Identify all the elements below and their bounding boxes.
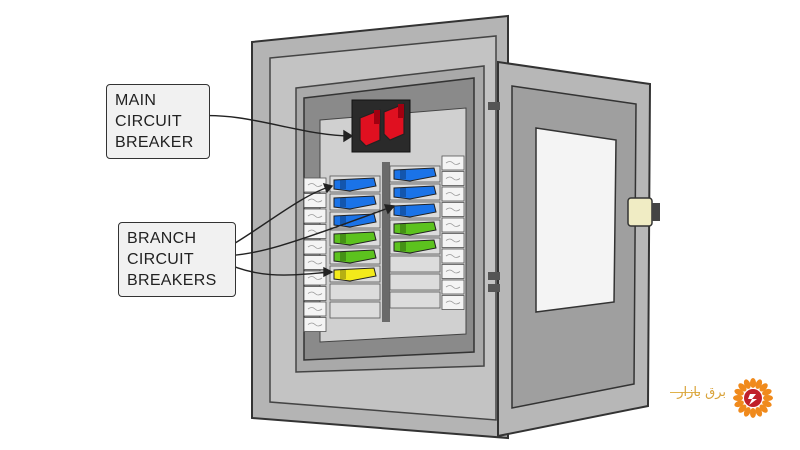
breaker-left-green xyxy=(333,249,377,264)
breaker-left-yellow-shadow xyxy=(340,270,346,279)
breaker-left-green-shadow xyxy=(340,252,346,261)
breaker-left-blue-shadow xyxy=(340,198,346,207)
watermark-text: برق بازار xyxy=(677,385,726,400)
breaker-slot xyxy=(389,255,441,273)
breaker-right-blue xyxy=(393,203,437,218)
breaker-slot xyxy=(389,273,441,291)
logo-petal xyxy=(763,395,773,401)
breaker-slot xyxy=(389,291,441,309)
main-label-line-3: BREAKER xyxy=(115,134,194,151)
directory-scribble xyxy=(445,238,461,243)
directory-scribble xyxy=(307,198,323,203)
logo-petal xyxy=(733,395,743,401)
directory-scribble xyxy=(445,176,461,181)
directory-scribble xyxy=(445,285,461,289)
directory-scribble xyxy=(307,183,323,187)
directory-scribble xyxy=(445,207,461,212)
branch-label-line-3: BREAKERS xyxy=(127,272,217,289)
directory-scribble xyxy=(445,192,461,196)
panel-door xyxy=(497,60,660,438)
directory-scribble xyxy=(307,291,323,296)
directory-scribble xyxy=(307,245,323,249)
breaker-right-blue-shadow xyxy=(400,170,406,179)
directory-scribble xyxy=(445,254,461,258)
logo-petal xyxy=(734,388,744,396)
logo-petal xyxy=(755,379,763,389)
logo-petal xyxy=(762,400,772,408)
logo-petal xyxy=(738,404,747,413)
door-latch xyxy=(627,197,653,227)
directory-scribble xyxy=(445,300,461,305)
breaker-right-green xyxy=(393,221,437,236)
directory-scribble xyxy=(445,161,461,165)
breaker-left-blue-shadow xyxy=(340,180,346,189)
breaker-right-blue-shadow xyxy=(400,206,406,215)
breaker-left-green-shadow xyxy=(340,234,346,243)
branch-breakers-label: BRANCH CIRCUIT BREAKERS xyxy=(118,222,236,297)
watermark-divider xyxy=(670,392,700,393)
directory-scribble xyxy=(307,214,323,218)
breaker-left-blue xyxy=(333,177,377,192)
logo-petal xyxy=(759,404,768,413)
directory-scribble xyxy=(307,260,323,265)
logo-petal xyxy=(743,379,751,389)
breaker-left-blue-shadow xyxy=(340,216,346,225)
branch-label-line-1: BRANCH xyxy=(127,230,197,247)
breaker-slot xyxy=(329,283,381,301)
logo-petal xyxy=(743,407,751,417)
door-hinges xyxy=(488,102,500,292)
breaker-left-green xyxy=(333,231,377,246)
breaker-right-green xyxy=(393,239,437,254)
logo-petal xyxy=(759,383,768,392)
breaker-right-green-shadow xyxy=(400,242,406,251)
sunflower-logo-icon xyxy=(733,378,773,418)
branch-label-line-2: CIRCUIT xyxy=(127,251,194,268)
bus-bar xyxy=(382,162,390,322)
breaker-right-blue xyxy=(393,185,437,200)
directory-scribble xyxy=(307,322,323,327)
logo-petal xyxy=(750,378,756,388)
watermark-logo: برق بازار xyxy=(648,377,778,418)
breaker-left-blue xyxy=(333,195,377,210)
main-label-line-1: MAIN xyxy=(115,92,157,109)
breaker-left-yellow xyxy=(333,267,377,282)
breaker-right-green-shadow xyxy=(400,224,406,233)
directory-scribble xyxy=(445,269,461,274)
breaker-slot xyxy=(329,301,381,319)
breaker-right-blue-shadow xyxy=(400,188,406,197)
main-label-line-2: CIRCUIT xyxy=(115,113,182,130)
logo-petal xyxy=(762,388,772,396)
breaker-right-blue xyxy=(393,167,437,182)
directory-scribble xyxy=(445,223,461,227)
logo-petal xyxy=(755,407,763,417)
main-breaker-label: MAIN CIRCUIT BREAKER xyxy=(106,84,210,159)
logo-petal xyxy=(750,408,756,418)
directory-scribble xyxy=(307,276,323,280)
logo-petal xyxy=(738,383,747,392)
directory-scribble xyxy=(307,307,323,311)
main-breaker xyxy=(351,99,411,153)
logo-petal xyxy=(734,400,744,408)
